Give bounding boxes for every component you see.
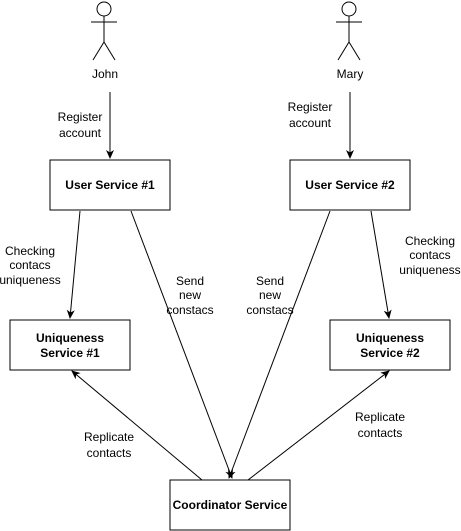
edge-label-line: Send [176, 274, 204, 288]
edges [66, 92, 392, 481]
edge-label-mary-to-user2: Register account [288, 100, 333, 130]
node-label: User Service #1 [65, 178, 155, 192]
edge-label-line: account [289, 116, 332, 130]
edge-label-line: uniqueness [399, 263, 460, 277]
edge-label-line: new [259, 288, 281, 302]
edge-label-coord-to-uniq1: Replicate contacts [84, 430, 134, 460]
edge-user2-to-uniq2 [370, 210, 392, 319]
edge-label-line: constacs [166, 303, 213, 317]
node-uniqueness-service-1: Uniqueness Service #1 [9, 319, 131, 371]
edge-label-line: constacs [246, 303, 293, 317]
actor-name-john: John [92, 67, 118, 81]
person-icon [91, 1, 117, 61]
edge-label-line: Replicate [355, 410, 405, 424]
node-label: User Service #2 [305, 178, 395, 192]
edge-coord-to-uniq2 [247, 370, 390, 481]
edge-label-line: new [179, 288, 201, 302]
edge-label-line: Checking [405, 234, 455, 248]
edge-user1-to-uniq1 [66, 210, 81, 319]
node-label: Service #1 [40, 346, 100, 360]
edge-label-line: contacts [87, 446, 132, 460]
edge-label-line: contacs [9, 258, 50, 272]
edge-label-user2-to-uniq2: Checking contacs uniqueness [399, 234, 460, 277]
node-label: Uniqueness [356, 331, 424, 345]
edge-label-line: contacts [358, 426, 403, 440]
node-user-service-1: User Service #1 [49, 159, 171, 211]
edge-label-user1-to-coord: Send new constacs [166, 274, 213, 317]
node-label: Service #2 [360, 346, 420, 360]
actor-john: John [91, 1, 118, 81]
edge-label-line: Checking [5, 244, 55, 258]
edge-label-user1-to-uniq1: Checking contacs uniqueness [0, 244, 61, 287]
edge-label-line: contacs [409, 248, 450, 262]
node-label: Uniqueness [36, 331, 104, 345]
node-coordinator-service: Coordinator Service [169, 479, 291, 531]
actor-name-mary: Mary [337, 67, 364, 81]
edge-user1-to-coord [130, 210, 233, 479]
edge-user2-to-coord [228, 210, 331, 479]
node-label: Coordinator Service [173, 498, 288, 512]
edge-label-line: account [59, 126, 102, 140]
node-user-service-2: User Service #2 [289, 159, 411, 211]
edge-coord-to-uniq1 [71, 370, 203, 481]
edge-label-line: Register [58, 110, 103, 124]
edge-label-line: Register [288, 100, 333, 114]
node-uniqueness-service-2: Uniqueness Service #2 [329, 319, 451, 371]
edge-label-line: Replicate [84, 430, 134, 444]
actor-mary: Mary [336, 1, 364, 81]
edge-label-user2-to-coord: Send new constacs [246, 274, 293, 317]
edge-label-coord-to-uniq2: Replicate contacts [355, 410, 405, 440]
person-icon [336, 1, 362, 61]
edge-label-line: uniqueness [0, 273, 61, 287]
edge-label-john-to-user1: Register account [58, 110, 103, 140]
edge-label-line: Send [256, 274, 284, 288]
